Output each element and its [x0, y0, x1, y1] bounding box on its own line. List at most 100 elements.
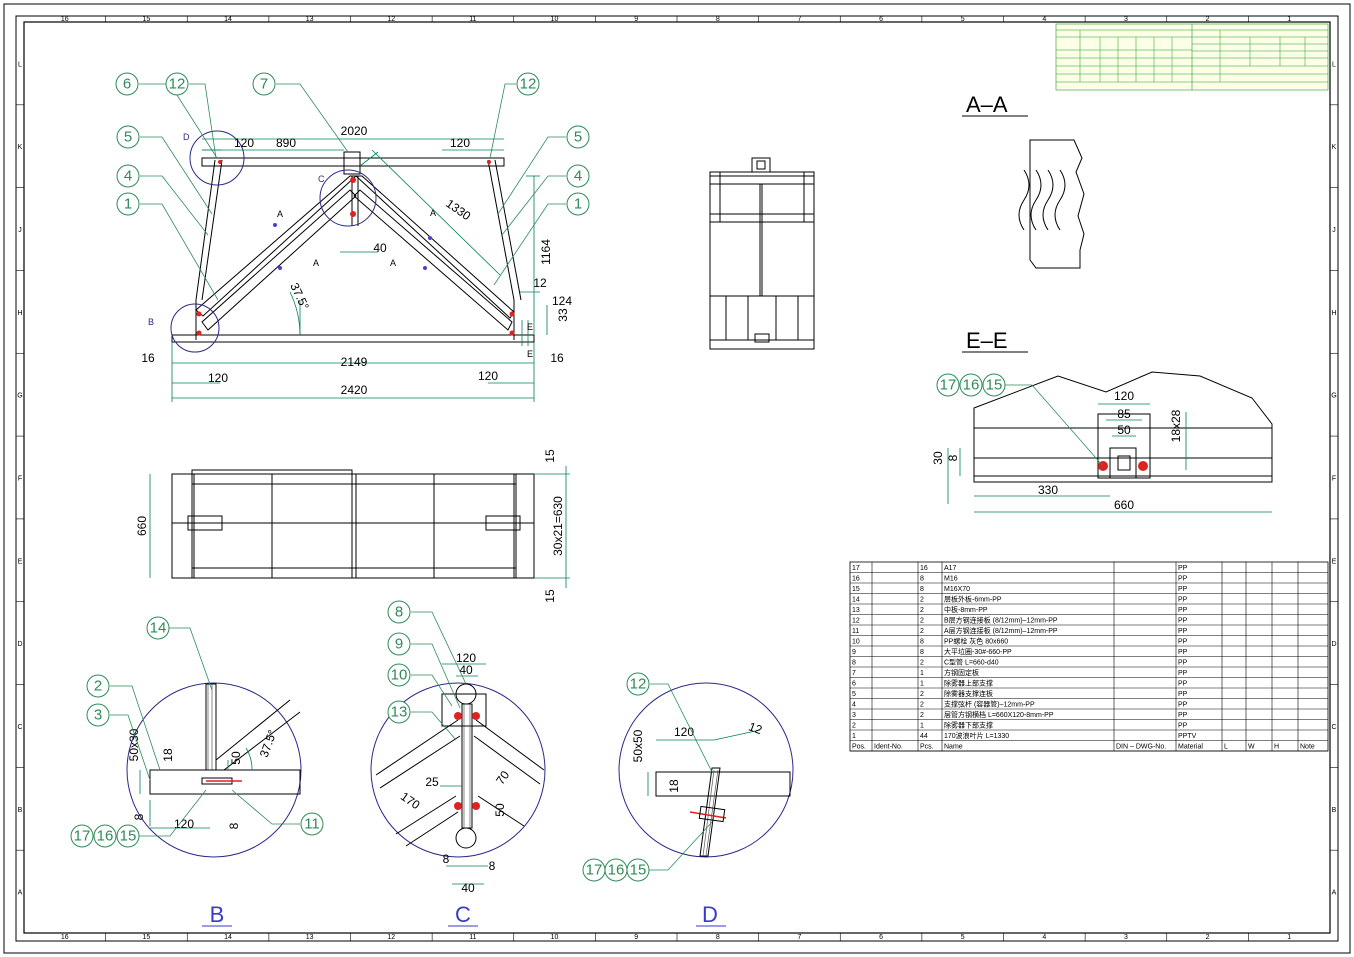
balloon-12-right: 12 [520, 76, 537, 93]
bom-name: 中板-8mm-PP [944, 605, 988, 614]
bom-header: W [1248, 744, 1255, 751]
bom-pcs: 8 [920, 576, 924, 583]
balloon-15-ee: 15 [986, 377, 1003, 394]
grid-label-top: 16 [61, 16, 69, 23]
section-ee-dimensions [947, 403, 1272, 513]
bom-name: 170波浪叶片 L=1330 [944, 731, 1009, 740]
section-a-mark-4: A [390, 258, 396, 268]
bom-pos: 2 [852, 723, 856, 730]
ee-dim-30: 30 [931, 451, 945, 465]
grid-label-left: E [18, 558, 23, 565]
grid-label-left: D [17, 641, 22, 648]
grid-label-bottom: 3 [1124, 934, 1128, 941]
bom-pos: 14 [852, 597, 860, 604]
bom-name: 除雾器上部支撑 [944, 679, 993, 688]
bom-pcs: 8 [920, 586, 924, 593]
top-clamp [343, 151, 361, 175]
dim-120-top-right: 120 [450, 136, 470, 150]
side-view [709, 157, 815, 350]
grid-label-top: 15 [143, 16, 151, 23]
d-dim-50x50: 50x50 [631, 729, 645, 762]
ee-dim-120: 120 [1114, 389, 1134, 403]
bom-name: M16X70 [944, 586, 970, 593]
dim-890: 890 [276, 136, 296, 150]
grid-label-right: H [1331, 310, 1336, 317]
grid-label-bottom: 12 [387, 934, 395, 941]
grid-label-left: J [18, 227, 22, 234]
bom-pcs: 8 [920, 639, 924, 646]
grid-label-right: G [1331, 393, 1336, 400]
bom-material: PP [1178, 670, 1188, 677]
grid-label-left: F [18, 476, 22, 483]
detail-c-marker [319, 169, 377, 227]
balloon-1-right: 1 [574, 196, 582, 213]
section-ee-profile [973, 371, 1273, 483]
grid-label-right: L [1332, 61, 1336, 68]
view-label-b: B [210, 902, 225, 927]
bom-header: Ident-No. [874, 744, 903, 751]
bom-header: H [1274, 744, 1279, 751]
top-dim-15-top: 15 [543, 449, 557, 463]
balloon-12-left: 12 [169, 76, 186, 93]
bom-pcs: 1 [920, 723, 924, 730]
bom-header: Name [944, 744, 963, 751]
grid-label-top: 4 [1042, 16, 1046, 23]
grid-label-top: 12 [387, 16, 395, 23]
dim-120-bottom-right: 120 [478, 369, 498, 383]
balloon-17-ee: 17 [940, 377, 957, 394]
bom-header: L [1224, 744, 1228, 751]
c-dim-25: 25 [425, 775, 439, 789]
bom-material: PP [1178, 628, 1188, 635]
detail-c-dimensions [440, 663, 488, 885]
dim-1330: 1330 [443, 196, 473, 223]
grid-label-bottom: 1 [1287, 934, 1291, 941]
c-dim-70: 70 [493, 768, 512, 787]
grid-label-bottom: 7 [797, 934, 801, 941]
dim-40: 40 [373, 241, 387, 255]
detail-d-tag: D [183, 132, 190, 142]
bom-pcs: 1 [920, 681, 924, 688]
view-label-d: D [702, 902, 718, 927]
grid-label-bottom: 5 [961, 934, 965, 941]
bom-name: A17 [944, 565, 957, 572]
balloon-11: 11 [304, 816, 320, 833]
grid-label-top: 13 [306, 16, 314, 23]
top-dim-630: 30x21=630 [551, 496, 565, 556]
grid-label-bottom: 8 [716, 934, 720, 941]
grid-label-left: K [18, 144, 23, 151]
ee-dim-50: 50 [1117, 423, 1131, 437]
grid-label-bottom: 16 [61, 934, 69, 941]
grid-label-left: H [17, 310, 22, 317]
c-dim-40-bottom: 40 [461, 881, 475, 895]
bom-material: PP [1178, 723, 1188, 730]
bom-material: PPTV [1178, 733, 1197, 740]
front-view-dimensions [171, 138, 548, 402]
b-dim-50: 50 [229, 751, 243, 765]
grid-label-left: G [17, 393, 22, 400]
bom-name: 除雾器下部支撑 [944, 721, 993, 730]
bom-material: PP [1178, 607, 1188, 614]
bom-name: 方钢固定板 [944, 668, 979, 677]
front-view-balloons: 6 12 7 12 5 4 1 5 4 1 [115, 72, 590, 216]
balloon-16-ee: 16 [963, 377, 980, 394]
grid-label-right: K [1332, 144, 1337, 151]
grid-label-top: 11 [469, 16, 476, 23]
bom-pos: 15 [852, 586, 860, 593]
bom-header: Material [1178, 744, 1203, 751]
bom-material: PP [1178, 618, 1188, 625]
bom-header: Pcs. [920, 744, 934, 751]
bom-pos: 17 [852, 565, 860, 572]
balloon-4-left: 4 [124, 168, 132, 185]
dim-angle-37-5: 37.5° [287, 281, 312, 313]
balloon-8: 8 [395, 604, 403, 621]
grid-label-bottom: 10 [551, 934, 559, 941]
bom-material: PP [1178, 681, 1188, 688]
bom-pcs: 2 [920, 618, 924, 625]
detail-d-marker [189, 130, 245, 186]
grid-label-top: 5 [961, 16, 965, 23]
section-aa-title: A–A [966, 92, 1008, 117]
top-view-dimensions [149, 466, 570, 588]
bom-pos: 11 [852, 628, 859, 635]
bom-name: C型管 L=660-d40 [944, 658, 999, 667]
grid-label-bottom: 13 [306, 934, 314, 941]
